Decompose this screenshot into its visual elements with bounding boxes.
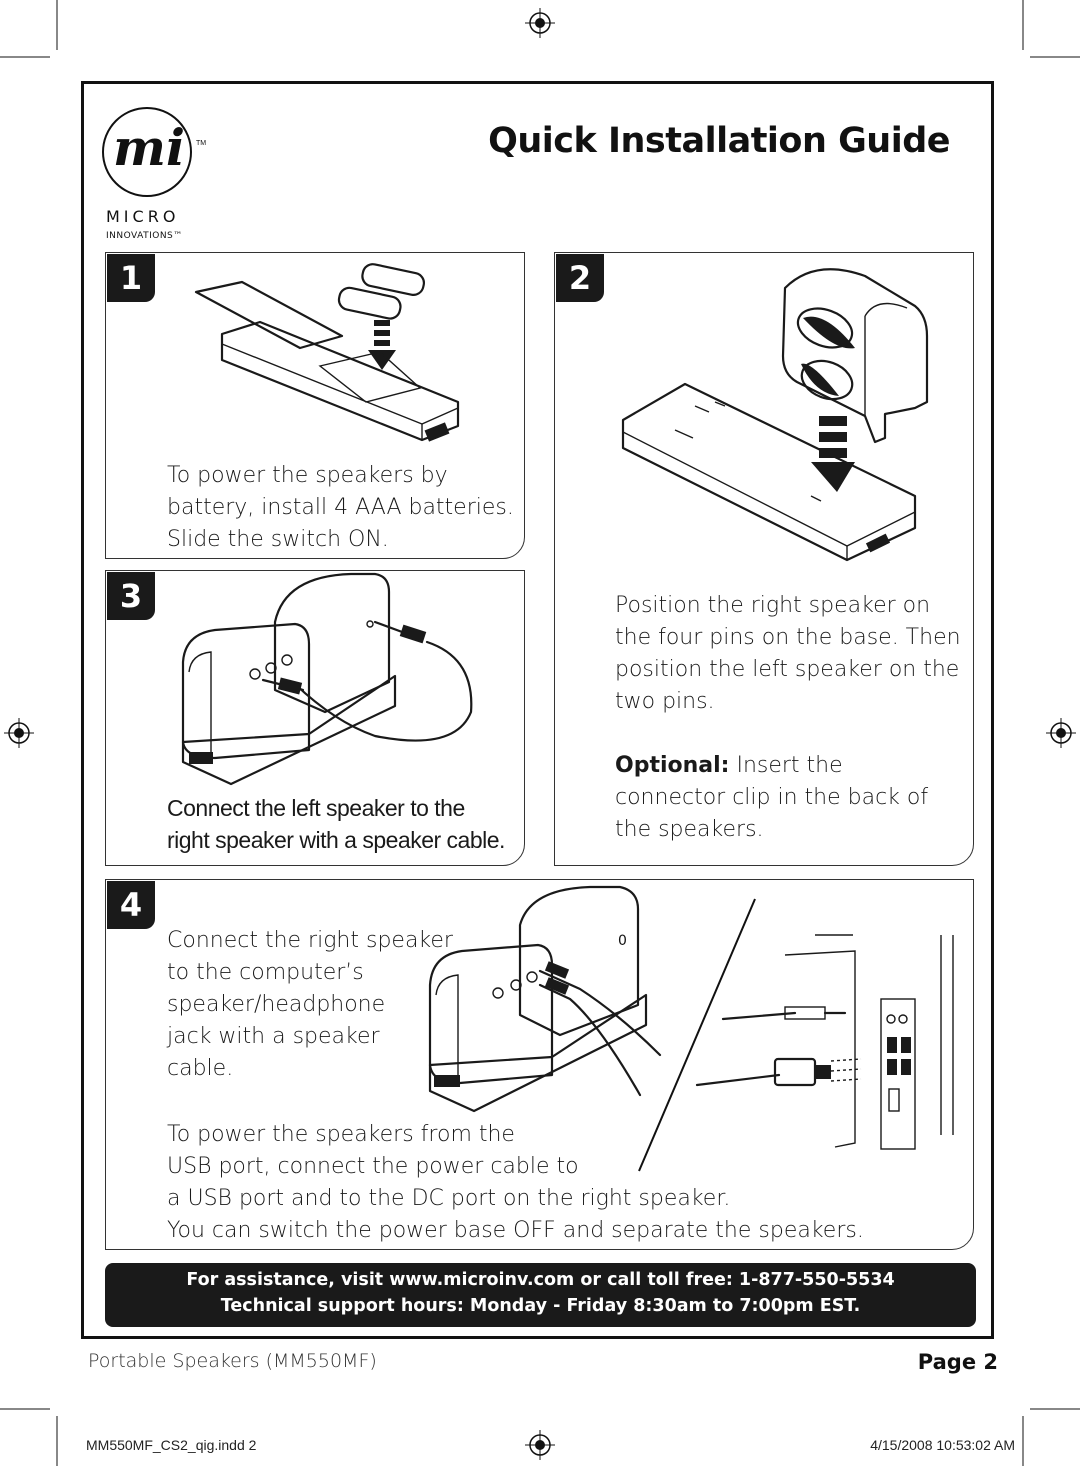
logo-text-sub: INNOVATIONS™ xyxy=(106,231,183,241)
step-4-line: a USB port and to the DC port on the rig… xyxy=(167,1186,731,1211)
step-1-line: battery, install 4 AAA batteries. xyxy=(167,495,514,520)
logo-trademark: TM xyxy=(196,140,207,147)
registration-mark-icon xyxy=(525,1430,555,1460)
speaker-icon: 0 xyxy=(428,885,662,1113)
registration-mark-icon xyxy=(525,8,555,38)
step-3-panel xyxy=(105,570,525,866)
step-3-number: 3 xyxy=(107,572,155,620)
step-4-panel xyxy=(105,879,974,1250)
step-2-line: position the left speaker on the xyxy=(615,657,960,682)
step-2-number: 2 xyxy=(556,254,604,302)
registration-mark-icon xyxy=(1046,718,1076,748)
step-2-line: Position the right speaker on xyxy=(615,593,931,618)
step-1-line: To power the speakers by xyxy=(167,463,448,488)
file-date: 4/15/2008 10:53:02 AM xyxy=(870,1437,1015,1453)
step-3-line: right speaker with a speaker cable. xyxy=(167,827,505,853)
step-4-number: 4 xyxy=(107,881,155,929)
page-number: Page 2 xyxy=(917,1350,998,1374)
step-3-text: Connect the left speaker to the right sp… xyxy=(167,792,522,856)
step-2-optional: Optional: Insert the connector clip in t… xyxy=(615,750,970,846)
step-4-line: speaker/headphone xyxy=(167,992,386,1017)
speaker-icon xyxy=(181,572,473,786)
step-2-optional-line: connector clip in the back of xyxy=(615,785,929,810)
step-4-line: To power the speakers from the xyxy=(167,1122,515,1147)
step-2-optional-line: Insert the xyxy=(729,753,843,778)
step-4-line: jack with a speaker xyxy=(167,1024,380,1049)
usb-plug-icon xyxy=(638,898,954,1172)
step-4-text-b: To power the speakers from the USB port,… xyxy=(167,1119,967,1247)
step-1-line: Slide the switch ON. xyxy=(167,527,389,552)
brand-logo xyxy=(102,107,192,197)
battery-icon xyxy=(194,263,460,442)
step-4-line: to the computer’s xyxy=(167,960,364,985)
step-2-text: Position the right speaker on the four p… xyxy=(615,590,970,718)
support-line-2: Technical support hours: Monday - Friday… xyxy=(220,1296,861,1316)
step-4-line: Connect the right speaker xyxy=(167,928,453,953)
port-mark: 0 xyxy=(618,933,627,949)
step-2-line: two pins. xyxy=(615,689,715,714)
step-4-line: cable. xyxy=(167,1056,234,1081)
logo-text-main: MICRO xyxy=(106,207,180,226)
page-frame xyxy=(81,81,994,1339)
step-2-line: the four pins on the base. Then xyxy=(615,625,961,650)
support-line-1: For assistance, visit www.microinv.com o… xyxy=(186,1270,895,1290)
step-2-optional-line: the speakers. xyxy=(615,817,764,842)
page-title: Quick Installation Guide xyxy=(488,121,950,161)
optional-label: Optional: xyxy=(615,753,730,778)
step-1-text: To power the speakers by battery, instal… xyxy=(167,460,517,556)
step-2-panel xyxy=(554,252,974,866)
speaker-icon xyxy=(621,268,929,562)
step-1-panel xyxy=(105,252,525,559)
step-4-line: USB port, connect the power cable to xyxy=(167,1154,579,1179)
step-1-number: 1 xyxy=(107,254,155,302)
step-4-text-a: Connect the right speaker to the compute… xyxy=(167,925,467,1085)
support-banner: For assistance, visit www.microinv.com o… xyxy=(105,1263,976,1327)
step-3-line: Connect the left speaker to the xyxy=(167,795,465,821)
product-name: Portable Speakers (MM550MF) xyxy=(88,1350,377,1372)
step-4-line: You can switch the power base OFF and se… xyxy=(167,1218,864,1243)
file-slug: MM550MF_CS2_qig.indd 2 xyxy=(86,1437,257,1453)
registration-mark-icon xyxy=(4,718,34,748)
logo-mark: mi xyxy=(113,118,185,177)
